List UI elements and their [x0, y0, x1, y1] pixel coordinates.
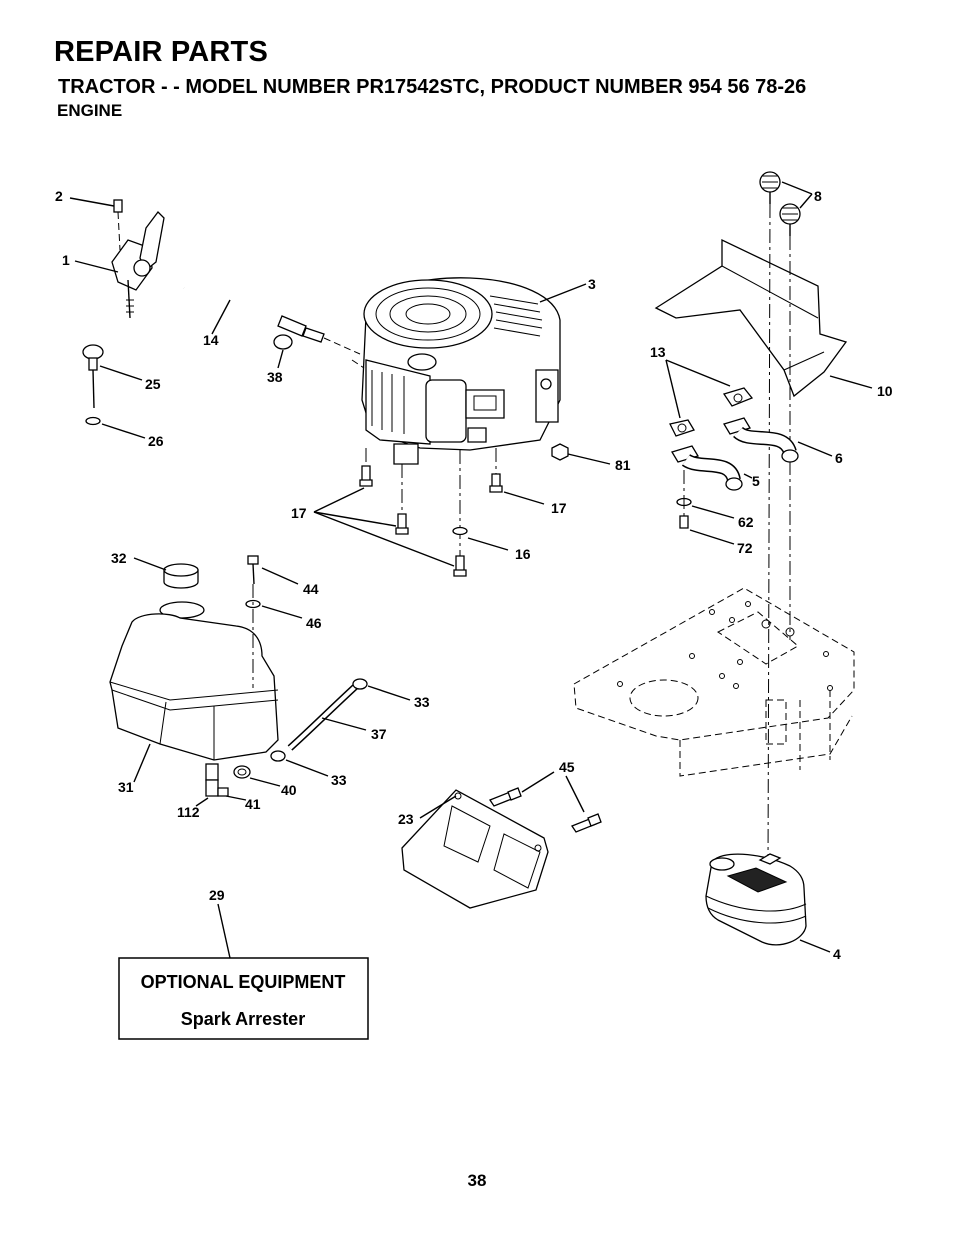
callout-33-top: 33 [414, 694, 430, 710]
engine-part [351, 277, 561, 465]
callout-29: 29 [209, 887, 225, 903]
engine-bolts-part [359, 448, 503, 577]
callout-46: 46 [306, 615, 322, 631]
callout-8: 8 [814, 188, 822, 204]
callout-16: 16 [515, 546, 531, 562]
callout-4: 4 [833, 946, 841, 962]
drain-nut-part [551, 443, 569, 461]
optional-equipment-box [118, 957, 369, 1040]
fuel-line-part [270, 678, 368, 762]
callout-32: 32 [111, 550, 127, 566]
choke-knob-part [82, 344, 104, 426]
tank-bolt-part [245, 555, 261, 688]
callout-1: 1 [62, 252, 70, 268]
page-title: REPAIR PARTS [54, 36, 269, 68]
exhaust-pipes-part [671, 417, 799, 529]
callout-17-left: 17 [291, 505, 307, 521]
deflector-screws-part [759, 171, 801, 869]
callout-44: 44 [303, 581, 319, 597]
callout-31: 31 [118, 779, 134, 795]
callout-14: 14 [203, 332, 219, 348]
section-heading: ENGINE [57, 101, 123, 120]
callout-33-bottom: 33 [331, 772, 347, 788]
callout-81: 81 [615, 457, 631, 473]
callout-37: 37 [371, 726, 387, 742]
callout-25: 25 [145, 376, 161, 392]
callout-72: 72 [737, 540, 753, 556]
fuel-cap-part [163, 563, 199, 589]
callout-40: 40 [281, 782, 297, 798]
callout-38: 38 [267, 369, 283, 385]
callout-6: 6 [835, 450, 843, 466]
callout-17-right: 17 [551, 500, 567, 516]
exhaust-deflector-part [654, 238, 848, 398]
optional-equipment-heading: OPTIONAL EQUIPMENT [141, 972, 346, 992]
callout-13: 13 [650, 344, 666, 360]
callout-23: 23 [398, 811, 414, 827]
callout-2: 2 [55, 188, 63, 204]
fuel-tank-part [109, 601, 279, 797]
callout-45: 45 [559, 759, 575, 775]
exhaust-gaskets-part [669, 387, 754, 437]
callout-41: 41 [245, 796, 261, 812]
model-subtitle: TRACTOR - - MODEL NUMBER PR17542STC, PRO… [58, 76, 807, 98]
callout-112: 112 [177, 804, 200, 820]
page-number: 38 [467, 1171, 487, 1190]
fuel-hose-part [183, 285, 361, 355]
muffler-part [705, 853, 807, 946]
heat-shield-part [401, 787, 602, 909]
spark-arrester-label: Spark Arrester [181, 1009, 305, 1029]
callout-62: 62 [738, 514, 754, 530]
callout-10: 10 [877, 383, 893, 399]
callout-26: 26 [148, 433, 164, 449]
throttle-control-part [111, 199, 165, 319]
tractor-frame-outline [573, 587, 855, 777]
callout-3: 3 [588, 276, 596, 292]
callout-5: 5 [752, 473, 760, 489]
